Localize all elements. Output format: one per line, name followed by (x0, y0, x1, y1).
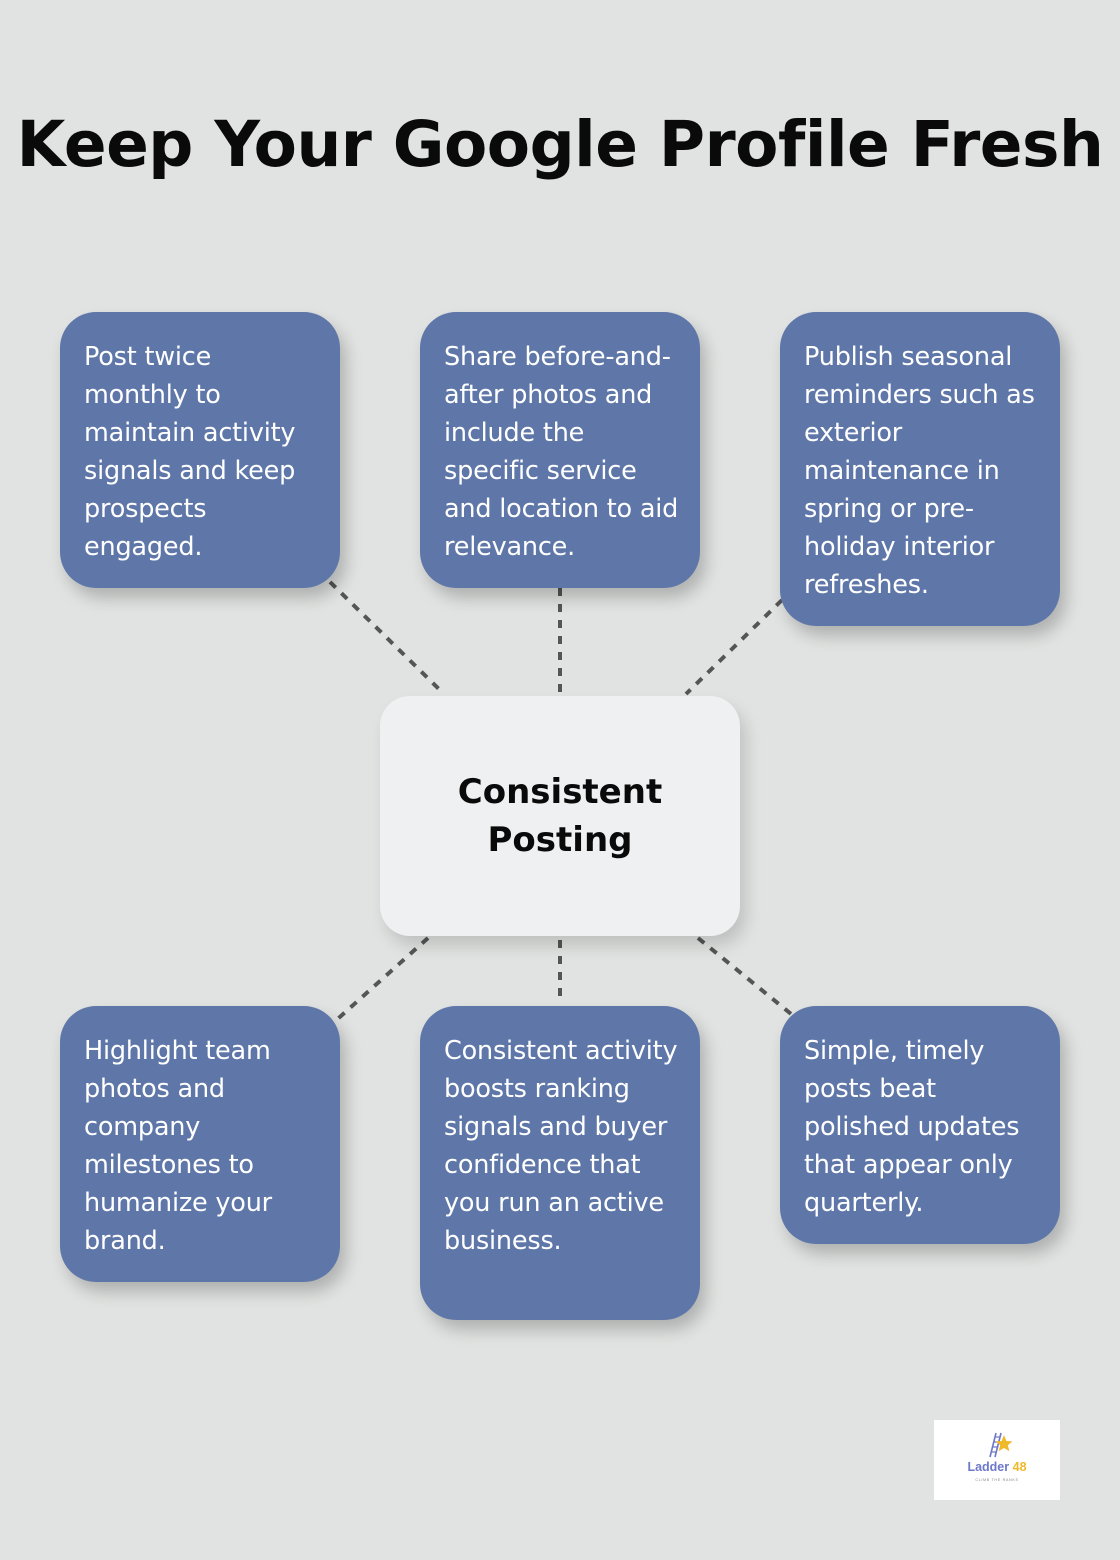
center-node: Consistent Posting (380, 696, 740, 936)
connector-top-left (328, 580, 446, 696)
brand-logo: Ladder 48 CLIMB THE RANKS (934, 1420, 1060, 1500)
card-seasonal-reminders: Publish seasonal reminders such as exter… (780, 312, 1060, 626)
card-consistent-activity: Consistent activity boosts ranking signa… (420, 1006, 700, 1320)
card-team-photos: Highlight team photos and company milest… (60, 1006, 340, 1282)
logo-name: Ladder 48 (967, 1460, 1027, 1474)
card-before-after-photos: Share before-and-after photos and includ… (420, 312, 700, 588)
logo-tagline: CLIMB THE RANKS (975, 1478, 1019, 1482)
connector-top-right (684, 598, 784, 696)
card-post-twice-monthly: Post twice monthly to maintain activity … (60, 312, 340, 588)
center-label: Consistent Posting (457, 772, 663, 860)
page-title: Keep Your Google Profile Fresh (16, 108, 1104, 181)
card-simple-timely-posts: Simple, timely posts beat polished updat… (780, 1006, 1060, 1244)
ladder-star-icon (989, 1432, 1013, 1458)
connector-bottom-left (330, 936, 430, 1026)
connector-bottom-right (696, 936, 798, 1020)
